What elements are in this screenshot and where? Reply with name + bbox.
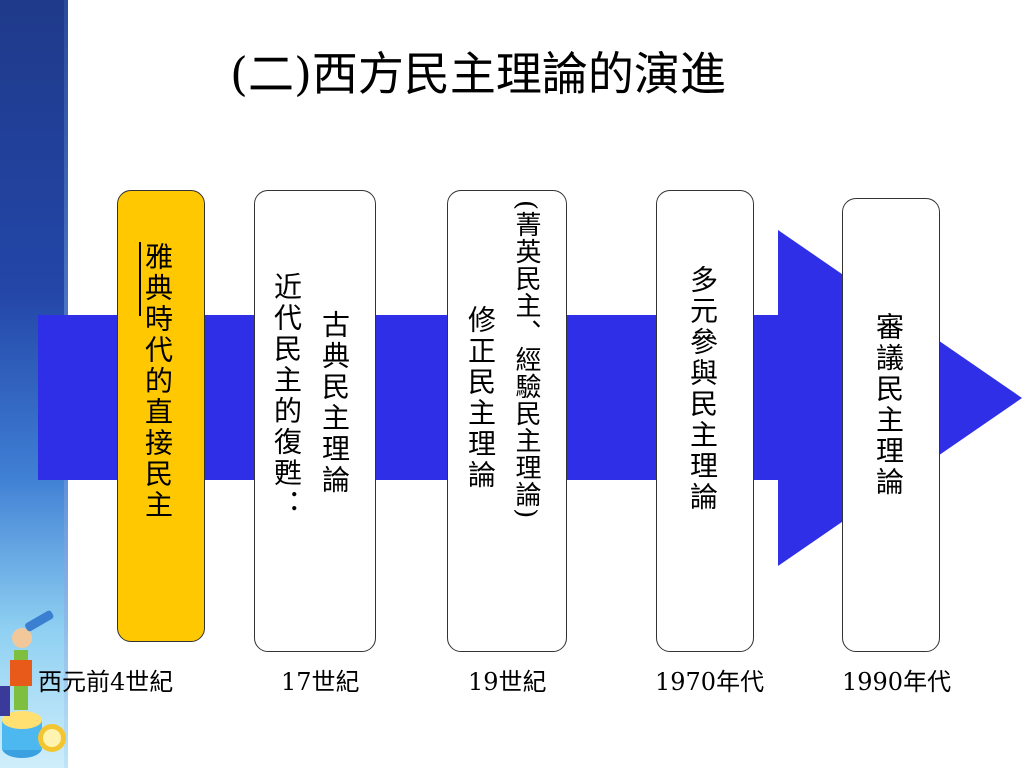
stage-box-athens <box>117 190 205 642</box>
text-cursor <box>139 242 141 316</box>
stage-label-revisionist-line2: (菁英民主、經驗民主理論) <box>511 200 541 520</box>
slide-title: (二)西方民主理論的演進 <box>230 47 726 101</box>
era-label-17c: 17世紀 <box>281 668 360 696</box>
stage-label-classical-line1: 近代民主的復甦： <box>270 272 303 520</box>
era-label-1990s: 1990年代 <box>842 668 952 696</box>
stage-label-classical-line2: 古典民主理論 <box>318 310 351 496</box>
stage-box-revisionist <box>447 190 567 652</box>
stage-box-classical <box>254 190 376 652</box>
stage-box-pluralist <box>656 190 754 652</box>
businessman-telescope-clipart <box>0 610 66 758</box>
era-label-1970s: 1970年代 <box>655 668 765 696</box>
stage-label-revisionist-line1: 修正民主理論 <box>464 305 497 491</box>
stage-box-deliberative <box>842 198 940 652</box>
stage-label-athens: 雅典時代的直接民主 <box>141 242 174 521</box>
stage-label-pluralist: 多元參與民主理論 <box>686 265 719 513</box>
era-label-bc4: 西元前4世紀 <box>38 668 174 696</box>
era-label-19c: 19世紀 <box>468 668 547 696</box>
stage-label-deliberative: 審議民主理論 <box>872 312 905 498</box>
